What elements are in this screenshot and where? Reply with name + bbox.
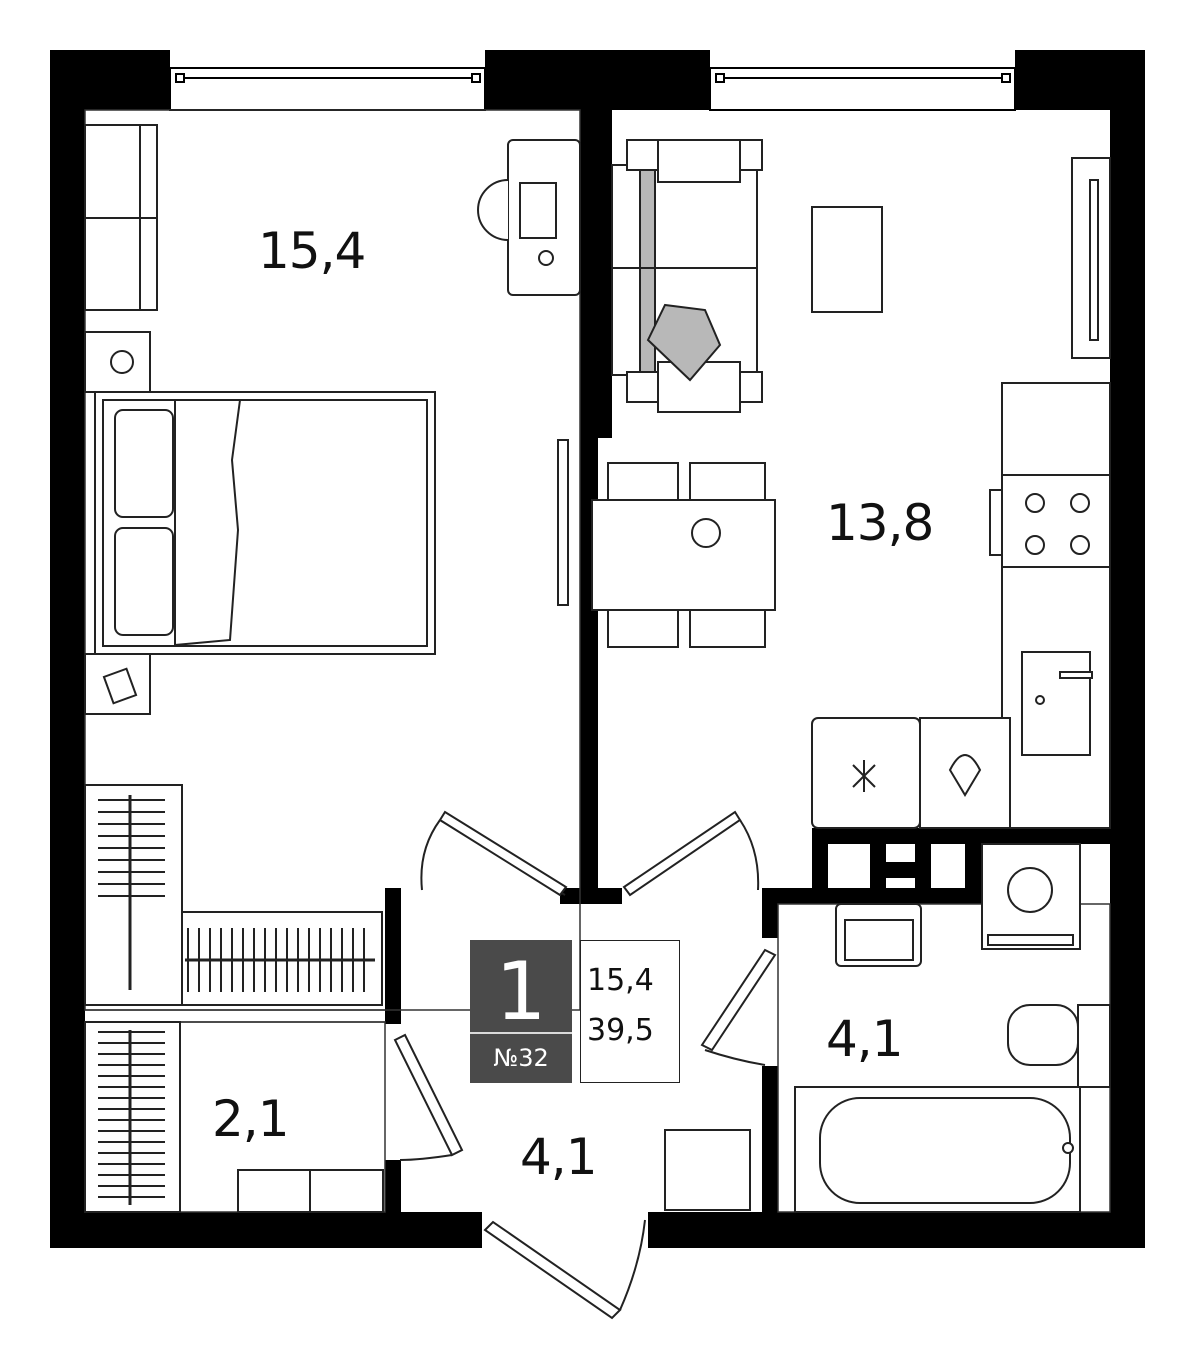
bedroom-furniture xyxy=(84,124,581,715)
living-area: 15,4 xyxy=(587,963,654,998)
bathroom-furniture xyxy=(664,843,1111,1213)
windows xyxy=(169,67,1016,111)
doors xyxy=(237,810,777,1320)
wardrobe-storage xyxy=(84,1021,181,1213)
room-area-storage: 2,1 xyxy=(212,1090,290,1148)
area-summary: 15,4 39,5 xyxy=(580,940,680,1083)
room-area-bathroom: 4,1 xyxy=(826,1010,904,1068)
room-area-hall: 4,1 xyxy=(520,1128,598,1186)
rooms-count: 1 xyxy=(495,945,547,1038)
badge-divider xyxy=(470,1032,572,1034)
apartment-info: 1 №32 15,4 39,5 xyxy=(470,940,680,1083)
kitchen-furniture xyxy=(591,139,1111,829)
exterior-walls xyxy=(50,50,1145,1248)
wardrobe-bedroom xyxy=(84,784,383,1006)
total-area: 39,5 xyxy=(587,1013,654,1048)
apartment-number: №32 xyxy=(493,1044,549,1072)
rooms-badge: 1 №32 xyxy=(470,940,572,1083)
room-area-bedroom: 15,4 xyxy=(258,222,366,280)
room-area-kitchen-living: 13,8 xyxy=(826,494,934,552)
